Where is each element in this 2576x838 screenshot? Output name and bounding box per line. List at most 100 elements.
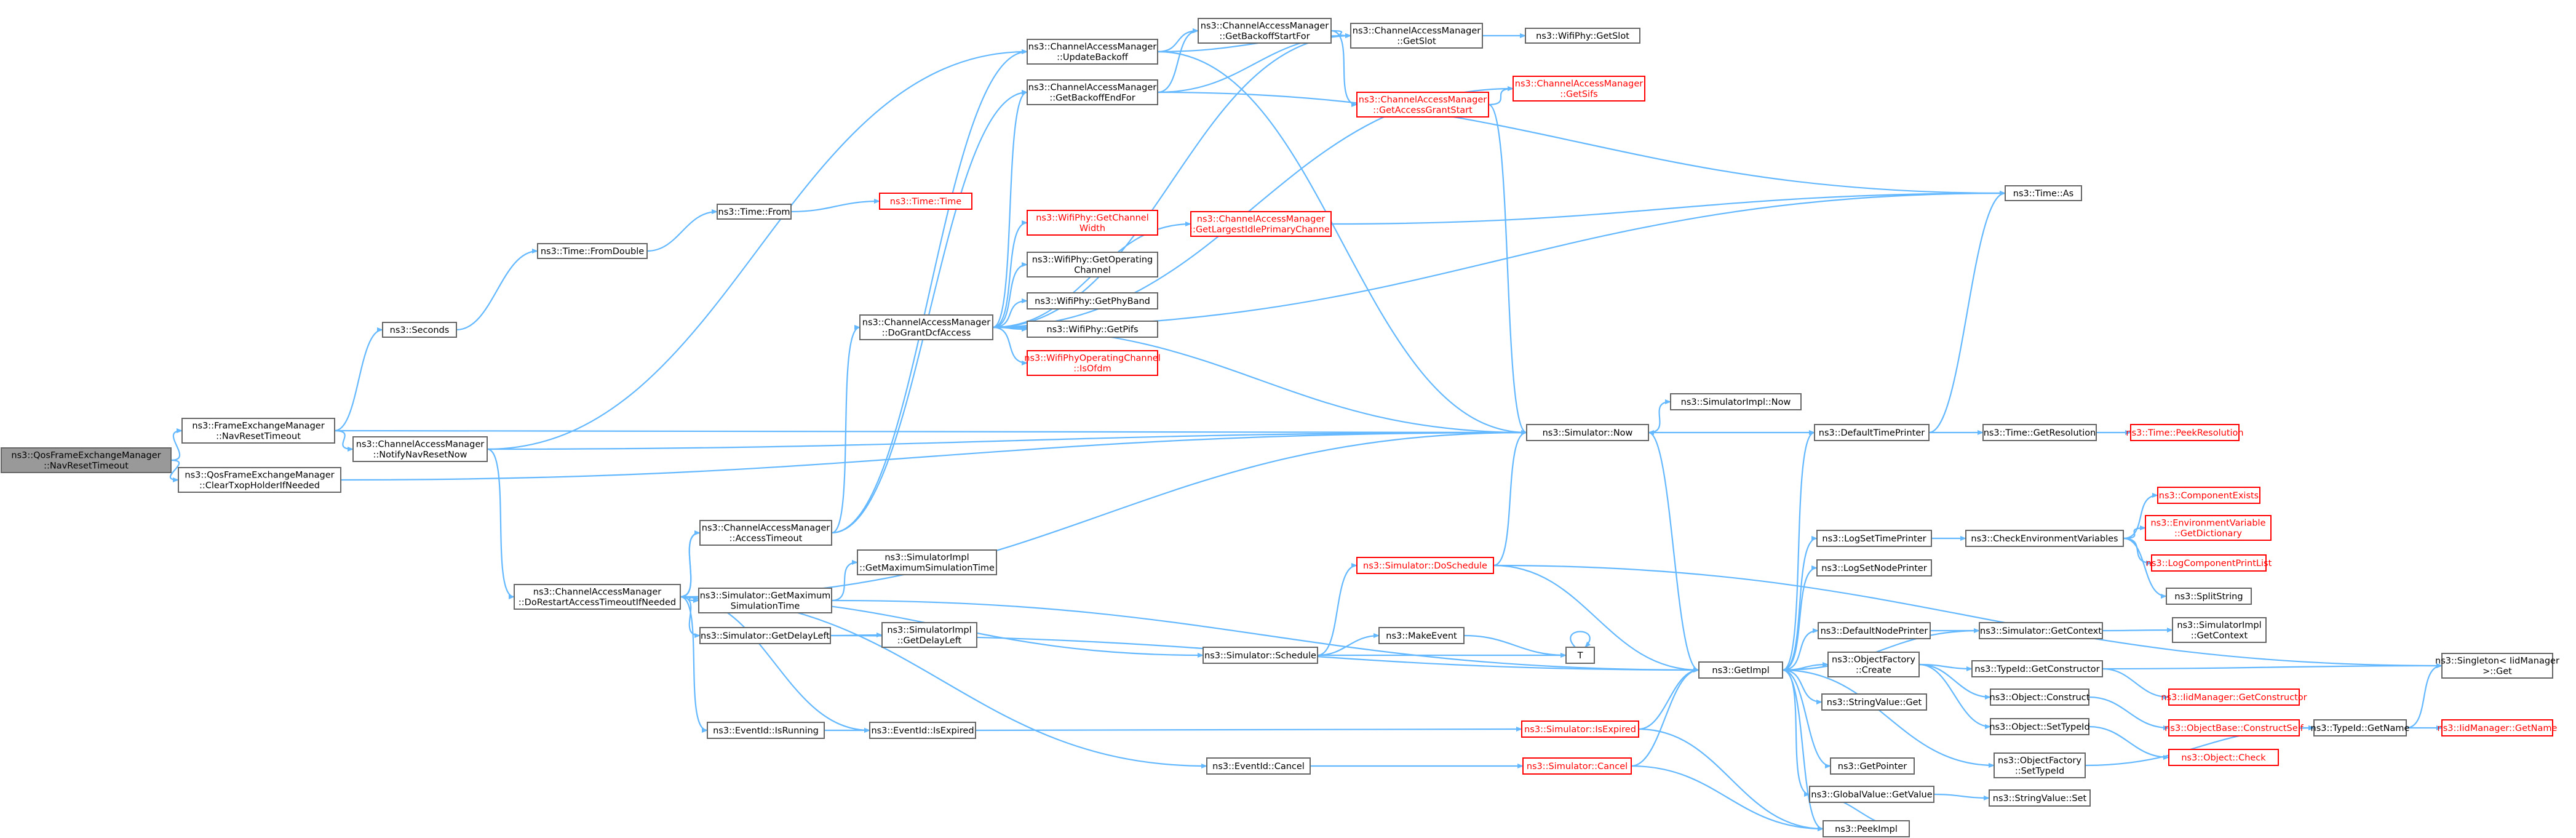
node-label-line: ns3::IidManager::GetName (2438, 724, 2558, 733)
node-label-line: ns3::ChannelAccessManager (356, 440, 485, 450)
node-check_env[interactable]: ns3::CheckEnvironmentVariables (1965, 530, 2124, 547)
node-simimpl_getdelay[interactable]: ns3::SimulatorImpl::GetDelayLeft (881, 622, 977, 648)
node-root[interactable]: ns3::QosFrameExchangeManager::NavResetTi… (1, 447, 172, 473)
node-getpointer[interactable]: ns3::GetPointer (1830, 757, 1915, 775)
node-label-line: ns3::Time::From (718, 207, 790, 217)
node-sim_getdelay[interactable]: ns3::Simulator::GetDelayLeft (699, 627, 831, 644)
node-box (1521, 720, 1639, 738)
node-obj_settypeid[interactable]: ns3::Object::SetTypeId (1989, 718, 2090, 735)
node-typeid_getctor[interactable]: ns3::TypeId::GetConstructor (1971, 660, 2103, 677)
node-sim_getmax[interactable]: ns3::Simulator::GetMaximumSimulationTime (698, 588, 832, 613)
edge-sim_getmax-to-getimpl (831, 599, 1699, 672)
node-idmanager_getctor[interactable]: ns3::IidManager::GetConstructor (2161, 688, 2307, 706)
node-box (1698, 661, 1783, 679)
node-label-line: Channel (1074, 266, 1111, 276)
node-cam_getsifs[interactable]: ns3::ChannelAccessManager::GetSifs (1513, 76, 1645, 102)
node-peekimpl[interactable]: ns3::PeekImpl (1823, 820, 1910, 837)
node-label-line: ns3::ChannelAccessManager (862, 318, 991, 328)
node-time_peekres[interactable]: ns3::Time::PeekResolution (2126, 424, 2244, 441)
edge-check_env-to-splitstring (2123, 537, 2167, 599)
node-box (2441, 653, 2553, 679)
node-time_getres[interactable]: ns3::Time::GetResolution (1982, 424, 2097, 441)
node-makeevent[interactable]: ns3::MakeEvent (1378, 627, 1465, 644)
node-qfem_cleartxop[interactable]: ns3::QosFrameExchangeManager::ClearTxopH… (178, 467, 341, 493)
node-component_exists[interactable]: ns3::ComponentExists (2157, 487, 2260, 504)
node-objfactory_settypeid[interactable]: ns3::ObjectFactory::SetTypeId (1994, 752, 2086, 778)
node-cam_getaccessgrant[interactable]: ns3::ChannelAccessManager::GetAccessGran… (1356, 92, 1489, 118)
node-splitstring[interactable]: ns3::SplitString (2166, 588, 2252, 605)
node-ev_isrunning[interactable]: ns3::EventId::IsRunning (707, 722, 825, 739)
node-singleton_get[interactable]: ns3::Singleton< IidManager>::Get (2435, 653, 2559, 679)
node-wifiphy_getpifs[interactable]: ns3::WifiPhy::GetPifs (1027, 321, 1158, 338)
node-fromdouble[interactable]: ns3::Time::FromDouble (537, 243, 648, 259)
node-cam_getlargest[interactable]: ns3::ChannelAccessManager::GetLargestIdl… (1190, 211, 1332, 237)
edge-root-to-fem_navreset (170, 428, 183, 461)
node-cam_accesstimeout[interactable]: ns3::ChannelAccessManager::AccessTimeout (699, 520, 832, 546)
node-ev_cancel[interactable]: ns3::EventId::Cancel (1206, 757, 1311, 775)
node-fem_navreset[interactable]: ns3::FrameExchangeManager::NavResetTimeo… (181, 418, 335, 444)
edge-sim_now-to-getimpl (1648, 431, 1699, 672)
node-getimpl[interactable]: ns3::GetImpl (1698, 661, 1783, 679)
node-default_time_printer[interactable]: ns3::DefaultTimePrinter (1814, 424, 1930, 441)
node-box (1990, 688, 2089, 706)
node-simimpl_getmax[interactable]: ns3::SimulatorImpl::GetMaximumSimulation… (857, 549, 997, 575)
node-simimpl_getcontext[interactable]: ns3::SimulatorImpl::GetContext (2172, 617, 2267, 643)
node-idmanager_getname[interactable]: ns3::IidManager::GetName (2438, 719, 2558, 736)
node-ev_isexpired[interactable]: ns3::EventId::IsExpired (869, 722, 976, 739)
node-label-line: ns3::ChannelAccessManager (1353, 26, 1481, 36)
node-wifiphy_isofdm[interactable]: ns3::WifiPhyOperatingChannel::IsOfdm (1024, 350, 1161, 376)
node-sim_schedule[interactable]: ns3::Simulator::Schedule (1203, 647, 1318, 664)
node-t_node[interactable]: T (1565, 647, 1595, 664)
node-obj_construct[interactable]: ns3::Object::Construct (1990, 688, 2090, 706)
node-cam_updatebackoff[interactable]: ns3::ChannelAccessManager::UpdateBackoff (1027, 39, 1158, 65)
node-log_printlist[interactable]: ns3::LogComponentPrintList (2146, 554, 2272, 572)
node-obj_check[interactable]: ns3::Object::Check (2168, 749, 2279, 766)
node-cam_dogrant[interactable]: ns3::ChannelAccessManager::DoGrantDcfAcc… (859, 314, 993, 340)
node-log_setnodeprinter[interactable]: ns3::LogSetNodePrinter (1816, 559, 1932, 577)
node-label-line: ns3::TypeId::GetConstructor (1974, 664, 2099, 674)
node-label-line: ns3::EventId::Cancel (1212, 762, 1305, 772)
edge-objfactory_create-to-obj_settypeid (1918, 663, 1991, 729)
node-cam_getbackoffstart[interactable]: ns3::ChannelAccessManager::GetBackoffSta… (1198, 18, 1332, 44)
node-label-line: ::UpdateBackoff (1057, 53, 1129, 63)
node-env_getdict[interactable]: ns3::EnvironmentVariable::GetDictionary (2145, 515, 2272, 541)
node-sim_isexpired[interactable]: ns3::Simulator::IsExpired (1521, 720, 1639, 738)
edge-cam_getbackoffend-to-cam_getbackoffstart (1157, 28, 1199, 94)
node-default_node_printer[interactable]: ns3::DefaultNodePrinter (1818, 622, 1931, 639)
node-objfactory_create[interactable]: ns3::ObjectFactory::Create (1827, 652, 1920, 677)
node-typeid_getname[interactable]: ns3::TypeId::GetName (2311, 719, 2410, 736)
node-sim_now[interactable]: ns3::Simulator::Now (1526, 424, 1649, 441)
node-sim_cancel[interactable]: ns3::Simulator::Cancel (1522, 757, 1632, 775)
node-stringvalue_set[interactable]: ns3::StringValue::Set (1989, 789, 2091, 807)
node-time_ctor[interactable]: ns3::Time::Time (879, 193, 972, 210)
node-wifiphy_getslot[interactable]: ns3::WifiPhy::GetSlot (1525, 28, 1640, 44)
node-wifiphy_getphyband[interactable]: ns3::WifiPhy::GetPhyBand (1027, 292, 1158, 309)
node-objbase_constructself[interactable]: ns3::ObjectBase::ConstructSelf (2165, 719, 2304, 736)
node-from[interactable]: ns3::Time::From (717, 204, 792, 220)
node-box (1982, 424, 2097, 441)
node-simimpl_now[interactable]: ns3::SimulatorImpl::Now (1670, 393, 1802, 410)
node-sim_doschedule[interactable]: ns3::Simulator::DoSchedule (1356, 557, 1494, 574)
node-sim_getcontext[interactable]: ns3::Simulator::GetContext (1979, 622, 2103, 639)
edge-cam_getlargest-to-time_as (1330, 191, 2006, 225)
node-stringvalue_get[interactable]: ns3::StringValue::Get (1821, 693, 1927, 711)
node-box (1827, 652, 1920, 677)
node-label-line: ::GetMaximumSimulationTime (859, 564, 995, 573)
node-cam_doreset[interactable]: ns3::ChannelAccessManager::DoRestartAcce… (514, 584, 681, 610)
edge-cam_dogrant-to-wifiphy_getphyband (992, 298, 1028, 329)
node-globalvalue_getvalue[interactable]: ns3::GlobalValue::GetValue (1809, 786, 1934, 803)
node-cam_getbackoffend[interactable]: ns3::ChannelAccessManager::GetBackoffEnd… (1027, 79, 1158, 105)
node-seconds[interactable]: ns3::Seconds (382, 322, 457, 338)
node-log_settimeprinter[interactable]: ns3::LogSetTimePrinter (1816, 530, 1932, 547)
node-label-line: ns3::TypeId::GetName (2311, 724, 2410, 733)
edge-sim_isexpired-to-getimpl (1638, 668, 1699, 730)
edge-cam_dogrant-to-time_as (992, 191, 2006, 329)
node-label-line: ns3::StringValue::Set (1993, 794, 2087, 804)
node-cam_getslot[interactable]: ns3::ChannelAccessManager::GetSlot (1350, 23, 1483, 49)
edge-root-to-qfem_cleartxop (169, 459, 180, 482)
node-cam_notify[interactable]: ns3::ChannelAccessManager::NotifyNavRese… (352, 436, 488, 462)
node-label-line: ::GetBackoffEndFor (1049, 94, 1135, 103)
node-time_as[interactable]: ns3::Time::As (2005, 185, 2082, 201)
